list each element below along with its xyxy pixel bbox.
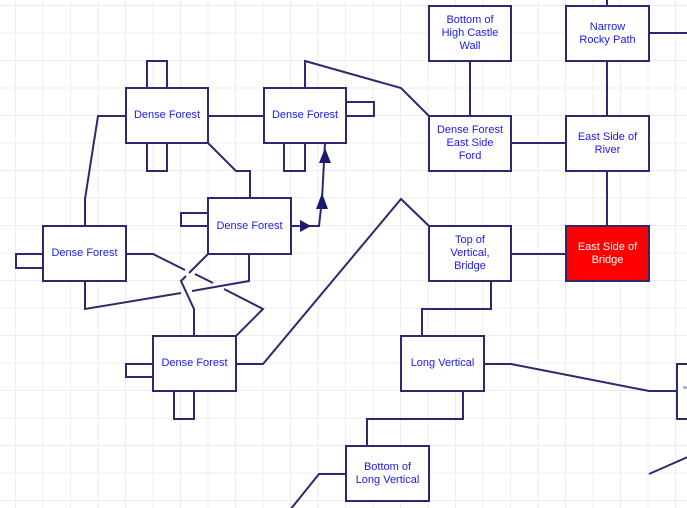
room-dense-forest-east-side-ford[interactable]: Dense Forest East Side Ford xyxy=(428,115,512,172)
room-narrow-rocky-path[interactable]: Narrow Rocky Path xyxy=(565,5,650,62)
connection-line xyxy=(223,288,265,337)
room-dense-forest[interactable]: Dense Forest xyxy=(42,225,127,282)
room-bottom-of-high-castle-wall[interactable]: Bottom of High Castle Wall xyxy=(428,5,512,62)
room-offscreen[interactable]: " xyxy=(676,363,687,420)
connection-line xyxy=(648,456,687,475)
connection-line xyxy=(84,115,126,226)
connection-line xyxy=(484,363,677,392)
exit-stub xyxy=(346,101,375,117)
exit-stub xyxy=(15,253,43,269)
arrowhead-icon xyxy=(300,220,311,232)
one-way-connection xyxy=(291,142,326,227)
connection-line xyxy=(188,253,209,274)
room-east-side-of-bridge-current[interactable]: East Side of Bridge xyxy=(565,225,650,282)
connection-line xyxy=(179,275,195,336)
connection-line xyxy=(304,59,430,117)
connection-line xyxy=(236,197,430,365)
room-dense-forest[interactable]: Dense Forest xyxy=(125,87,209,144)
exit-stub xyxy=(146,60,168,88)
room-east-side-of-river[interactable]: East Side of River xyxy=(565,115,650,172)
connection-line xyxy=(421,281,492,336)
room-dense-forest[interactable]: Dense Forest xyxy=(152,335,237,392)
arrowhead-icon xyxy=(316,193,328,209)
connection-line xyxy=(191,254,250,292)
connection-line xyxy=(207,142,251,198)
room-dense-forest[interactable]: Dense Forest xyxy=(207,197,292,255)
room-long-vertical[interactable]: Long Vertical xyxy=(400,335,485,392)
room-dense-forest[interactable]: Dense Forest xyxy=(263,87,347,144)
exit-stub xyxy=(146,143,168,172)
arrowhead-icon xyxy=(319,148,331,163)
connection-line xyxy=(366,391,464,446)
room-top-of-vertical-bridge[interactable]: Top of Vertical, Bridge xyxy=(428,225,512,282)
exit-stub xyxy=(125,363,153,378)
connection-line xyxy=(194,273,214,284)
connection-line xyxy=(84,281,182,311)
exit-stub xyxy=(283,143,306,172)
connection-line xyxy=(290,473,346,508)
exit-stub xyxy=(180,212,208,227)
exit-stub xyxy=(173,391,195,420)
connection-line xyxy=(126,253,186,271)
room-bottom-of-long-vertical[interactable]: Bottom of Long Vertical xyxy=(345,445,430,502)
